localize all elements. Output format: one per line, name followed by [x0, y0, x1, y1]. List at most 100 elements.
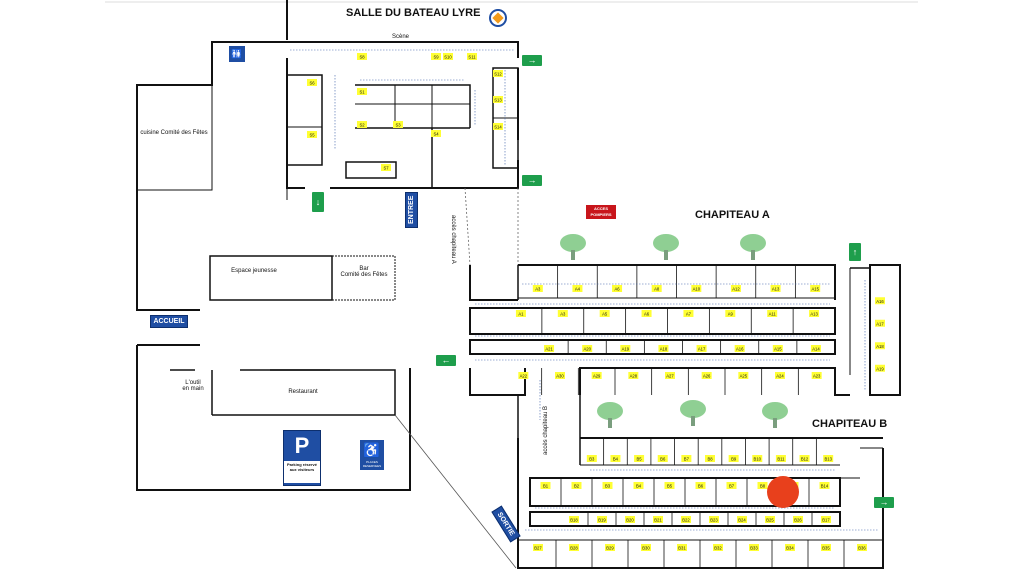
- stand-code: A13: [772, 287, 780, 292]
- stand-code: B6: [698, 484, 704, 489]
- stand-code: A6: [615, 287, 621, 292]
- stand-highlight: [772, 345, 783, 352]
- stand-code: A30: [556, 374, 564, 379]
- stand-code: A12: [732, 287, 740, 292]
- stand-highlight: [533, 544, 543, 551]
- stand-highlight: [443, 53, 453, 60]
- stand-highlight: [612, 285, 623, 292]
- stand-highlight: [730, 285, 741, 292]
- tree-icon: [653, 234, 679, 260]
- tree-icon: [680, 400, 706, 426]
- stand-highlight: [737, 516, 747, 523]
- salle-title: SALLE DU BATEAU LYRE: [346, 7, 481, 19]
- emergency-exit-icon: →: [522, 175, 542, 186]
- stand-code: B20: [626, 518, 634, 523]
- emergency-exit-icon: →: [522, 55, 542, 66]
- emergency-exit-icon: →: [874, 497, 894, 508]
- stand-highlight: [775, 455, 786, 462]
- stand-highlight: [571, 482, 582, 489]
- association-logo-icon: [489, 9, 507, 27]
- stand-highlight: [793, 516, 803, 523]
- stand-code: B9: [731, 457, 737, 462]
- stand-highlight: [677, 544, 687, 551]
- stand-code: B29: [606, 546, 614, 551]
- stand-highlight: [597, 516, 607, 523]
- parking-text: Parking réservé aux visiteurs: [284, 461, 320, 483]
- stand-highlight: [725, 310, 736, 317]
- stand-highlight: [357, 53, 367, 60]
- accueil-badge: ACCUEIL: [150, 315, 188, 328]
- stand-highlight: [810, 345, 821, 352]
- stand-code: B24: [738, 518, 746, 523]
- stand-code: B26: [794, 518, 802, 523]
- stand-code: B21: [654, 518, 662, 523]
- stand-code: A3: [535, 287, 541, 292]
- dimension-lines: [290, 49, 878, 531]
- stand-code: S11: [468, 55, 476, 60]
- stand-code: A20: [583, 347, 591, 352]
- stand-highlight: [821, 516, 831, 523]
- stand-highlight: [775, 372, 785, 379]
- acces-pompiers-badge: ACCES POMPIERS: [586, 205, 616, 219]
- stand-code: B7: [729, 484, 735, 489]
- stand-code: B14: [821, 484, 829, 489]
- stand-code: B7: [684, 457, 690, 462]
- entree-badge: ENTREE: [405, 192, 418, 228]
- stand-highlight: [713, 544, 723, 551]
- stand-code: A14: [812, 347, 820, 352]
- stand-code: A21: [545, 347, 553, 352]
- stand-code: S10: [444, 55, 452, 60]
- toilets-icon: 🚻: [229, 46, 245, 62]
- stand-highlight: [610, 455, 621, 462]
- stand-code: A15: [774, 347, 782, 352]
- stand-code: B34: [786, 546, 794, 551]
- stand-code: B5: [637, 457, 643, 462]
- stand-highlight: [819, 482, 830, 489]
- handicap-sign: ♿ PLACES RESERVEES: [360, 440, 384, 470]
- stand-code: A29: [593, 374, 601, 379]
- emergency-exit-icon: ↓: [312, 192, 324, 212]
- stand-highlight: [540, 482, 551, 489]
- stand-highlight: [765, 516, 775, 523]
- stand-code: B33: [750, 546, 758, 551]
- stand-highlight: [811, 372, 822, 379]
- stand-highlight: [634, 455, 645, 462]
- stand-highlight: [749, 544, 759, 551]
- stand-highlight: [493, 123, 503, 130]
- stand-code: B11: [777, 457, 785, 462]
- stand-highlight: [681, 516, 691, 523]
- stand-highlight: [572, 285, 583, 292]
- stand-highlight: [875, 319, 885, 327]
- stand-code: A19: [622, 347, 630, 352]
- stand-highlight: [665, 372, 675, 379]
- stand-code: B17: [822, 518, 830, 523]
- stand-highlight: [569, 516, 579, 523]
- scene-label: Scène: [392, 34, 410, 40]
- walls: [105, 0, 918, 569]
- stand-code: A5: [602, 312, 608, 317]
- emergency-exit-icon: ←: [436, 355, 456, 366]
- stand-code: A16: [876, 299, 884, 304]
- stand-highlight: [823, 455, 834, 462]
- stand-code: B18: [570, 518, 578, 523]
- acces-chapiteau-b-label: accès chapiteau B: [543, 405, 549, 455]
- stand-code: A28: [630, 374, 638, 379]
- stand-code: S6: [309, 81, 315, 86]
- stand-code: S7: [383, 166, 389, 171]
- stand-code: B1: [543, 484, 549, 489]
- stand-code: A15: [811, 287, 819, 292]
- stand-code: B4: [636, 484, 642, 489]
- stand-highlight: [493, 70, 503, 77]
- stand-highlight: [799, 455, 810, 462]
- stand-highlight: [518, 372, 529, 379]
- emergency-exit-icon: ↑: [849, 243, 861, 261]
- stand-code: A10: [693, 287, 701, 292]
- stand-code: B30: [642, 546, 650, 551]
- stand-code: B31: [678, 546, 686, 551]
- stand-code: S4: [433, 132, 439, 137]
- stand-highlight: [770, 285, 781, 292]
- stand-highlight: [641, 310, 652, 317]
- location-marker-icon: [767, 476, 799, 508]
- room-espace-jeunesse: Espace jeunesse: [231, 268, 277, 274]
